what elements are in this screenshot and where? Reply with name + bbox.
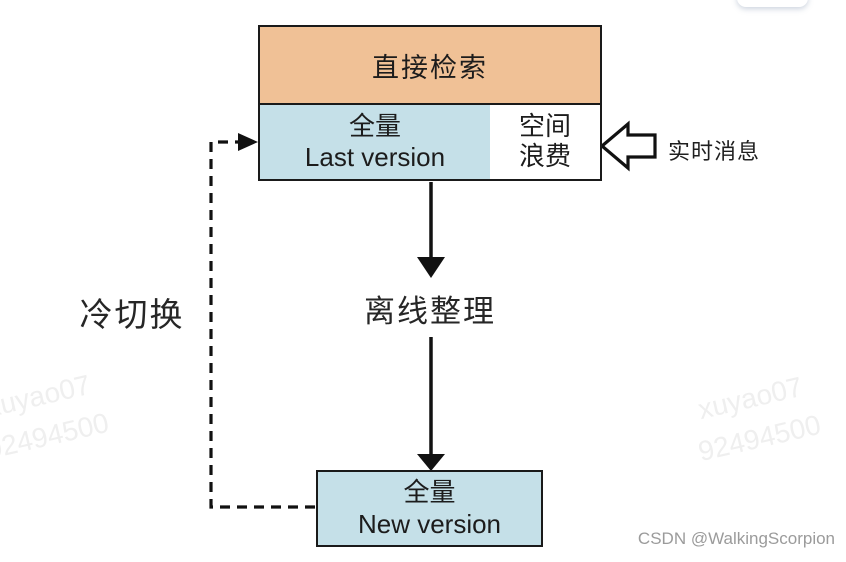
space-waste-line1: 空间	[518, 111, 571, 142]
watermark-id: 92494500	[695, 408, 824, 467]
direct-search-body: 全量 Last version 空间 浪费	[260, 105, 600, 179]
new-version-box: 全量 New version	[316, 470, 543, 547]
direct-search-box: 直接检索 全量 Last version 空间 浪费	[258, 25, 602, 181]
space-waste-cell: 空间 浪费	[490, 105, 600, 179]
space-waste-line2: 浪费	[518, 141, 571, 171]
floating-button-partial[interactable]	[737, 0, 808, 7]
last-version-cell: 全量 Last version	[260, 105, 490, 179]
watermark-left: xuyao07 92494500	[0, 353, 154, 479]
down-arrow-to-new-version-icon	[417, 337, 445, 471]
new-version-line2: New version	[357, 508, 502, 539]
offline-processing-label: 离线整理	[364, 294, 496, 329]
csdn-credit: CSDN @WalkingScorpion	[637, 529, 835, 548]
new-version-line1: 全量	[403, 477, 456, 508]
realtime-message-label: 实时消息	[668, 139, 761, 164]
last-version-line2: Last version	[304, 142, 446, 172]
watermark-username: xuyao07	[0, 369, 94, 424]
down-arrow-to-offline-icon	[417, 182, 445, 278]
direct-search-header: 直接检索	[260, 27, 600, 105]
watermark-id: 92494500	[0, 406, 112, 465]
cold-switch-label: 冷切换	[79, 296, 185, 333]
last-version-line1: 全量	[348, 110, 401, 141]
block-arrow-left-icon	[599, 120, 657, 172]
watermark-right: xuyao07 92494500	[644, 355, 846, 481]
watermark-username: xuyao07	[695, 371, 806, 426]
